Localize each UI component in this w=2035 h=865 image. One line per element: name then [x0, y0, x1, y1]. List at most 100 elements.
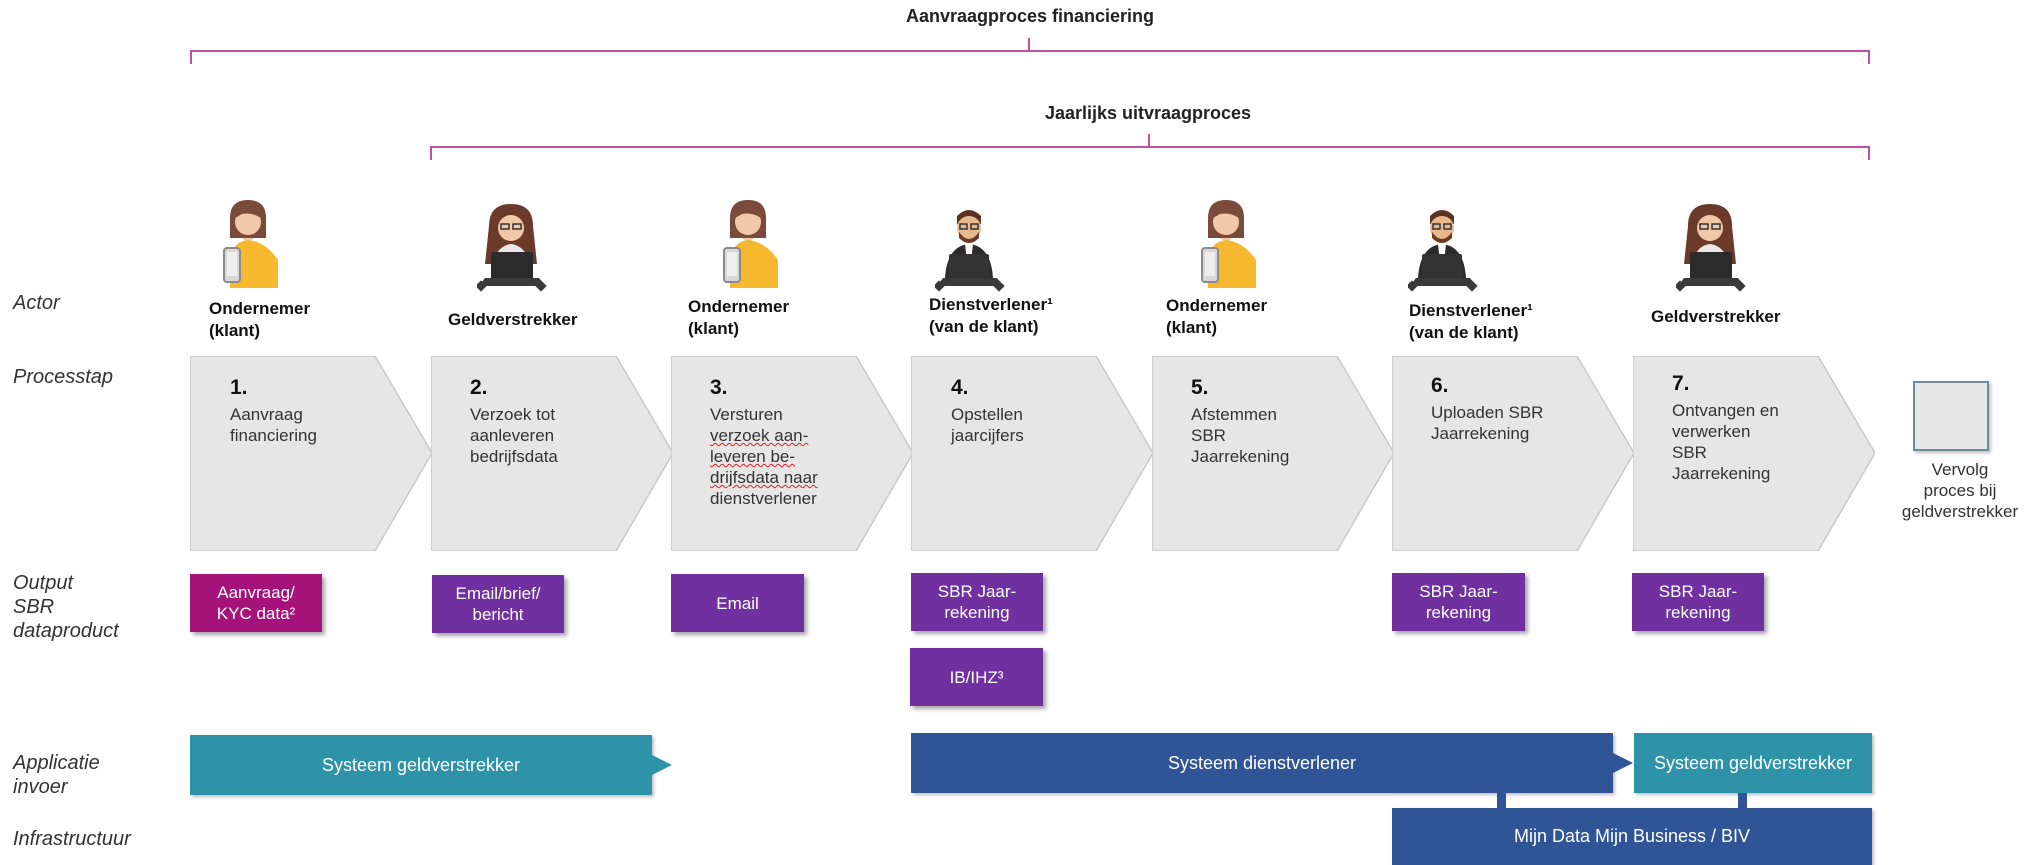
step-line: Opstellen [951, 405, 1023, 424]
follow-up-process-label: Vervolg proces bij geldverstrekker [1890, 459, 2030, 522]
step-description: Versturen verzoek aan- leveren be- drijf… [710, 404, 865, 509]
output-sbr-annual-report: SBR Jaar- rekening [911, 573, 1043, 631]
output-line: Email/brief/ [455, 584, 541, 603]
step-description: Opstellen jaarcijfers [951, 404, 1106, 446]
step-line: Aanvraag [230, 405, 303, 424]
step-number: 6. [1431, 374, 1449, 397]
row-label-output-line: dataproduct [13, 620, 119, 642]
infrastructure-mijn-data-mijn-business: Mijn Data Mijn Business / BIV [1392, 808, 1872, 865]
process-step-chevron [671, 356, 913, 551]
output-line: Aanvraag/ [217, 583, 295, 602]
woman-with-laptop-icon [1676, 202, 1746, 292]
step-line: financiering [230, 426, 317, 445]
follow-up-process-box [1913, 381, 1989, 451]
financing-process-bracket [190, 50, 1870, 64]
application-arrow [652, 755, 672, 775]
step-description: Uploaden SBR Jaarrekening [1431, 402, 1586, 444]
step-line: Uploaden SBR [1431, 403, 1544, 422]
output-sbr-annual-report: SBR Jaar- rekening [1632, 573, 1764, 631]
application-lender-system-1: Systeem geldverstrekker [190, 735, 652, 795]
step-number: 1. [230, 376, 248, 399]
row-label-application: Applicatie invoer [13, 751, 100, 799]
actor-name-line: (klant) [1166, 318, 1217, 337]
step-line: verzoek aan- [710, 426, 809, 445]
step-line: bedrijfsdata [470, 447, 558, 466]
actor-name-line: (van de klant) [929, 317, 1039, 336]
process-step-chevron [911, 356, 1153, 551]
step-number: 7. [1672, 372, 1690, 395]
row-label-output: Output SBR dataproduct [13, 571, 119, 643]
step-line: leveren be- [710, 447, 796, 466]
process-step-7: 7. Ontvangen en verwerken SBR Jaarrekeni… [1672, 372, 1827, 484]
step-description: Verzoek tot aanleveren bedrijfsdata [470, 404, 625, 467]
step-line: Jaarrekening [1191, 447, 1290, 466]
output-line: rekening [1665, 603, 1731, 622]
step-line: Versturen [710, 405, 783, 424]
actor-name-line: Ondernemer [209, 299, 311, 318]
actor-name-line: Dienstverlener¹ [1409, 301, 1533, 320]
step-line: SBR [1191, 426, 1226, 445]
output-line: SBR Jaar- [1419, 582, 1498, 601]
man-with-laptop-icon [1408, 202, 1478, 292]
output-email: Email [671, 574, 804, 632]
process-step-2: 2. Verzoek tot aanleveren bedrijfsdata [470, 376, 625, 467]
step-line: Verzoek tot [470, 405, 556, 424]
step-line: Afstemmen [1191, 405, 1277, 424]
step-line: Ontvangen en [1672, 401, 1779, 420]
step-line: Jaarrekening [1431, 424, 1530, 443]
actor-name-line: Geldverstrekker [1651, 307, 1781, 326]
annual-bracket-tick [1148, 134, 1150, 148]
output-line: KYC data² [216, 604, 296, 623]
follow-up-line: Vervolg [1931, 460, 1989, 479]
actor-name-line: (van de klant) [1409, 323, 1519, 342]
process-step-4: 4. Opstellen jaarcijfers [951, 376, 1106, 446]
infrastructure-connector [1738, 793, 1747, 809]
application-arrow [1613, 753, 1633, 773]
actor-name-line: (klant) [209, 321, 260, 340]
row-label-output-line: SBR [13, 596, 55, 618]
actor-entrepreneur: Ondernemer (klant) [209, 298, 310, 342]
row-label-output-line: Output [13, 572, 74, 594]
step-line: jaarcijfers [951, 426, 1024, 445]
process-step-chevron [431, 356, 673, 551]
step-line: SBR [1672, 443, 1707, 462]
annual-process-bracket [430, 146, 1870, 160]
application-label: Systeem geldverstrekker [1653, 752, 1853, 773]
actor-name-line: Dienstverlener¹ [929, 295, 1053, 314]
actor-name-line: Geldverstrekker [448, 310, 578, 329]
output-line: IB/IHZ³ [949, 667, 1004, 687]
actor-name-line: Ondernemer [1166, 296, 1268, 315]
row-label-processstep: Processtap [13, 366, 114, 388]
actor-lender: Geldverstrekker [448, 309, 577, 331]
process-step-chevron [190, 356, 432, 551]
process-step-chevron [1152, 356, 1394, 551]
process-step-1: 1. Aanvraag financiering [230, 376, 385, 446]
output-sbr-annual-report: SBR Jaar- rekening [1392, 573, 1525, 631]
follow-up-line: geldverstrekker [1901, 502, 2019, 521]
actor-entrepreneur: Ondernemer (klant) [688, 296, 789, 340]
output-line: Email [716, 593, 759, 613]
step-line: verwerken [1672, 422, 1751, 441]
actor-service-provider: Dienstverlener¹ (van de klant) [929, 294, 1053, 338]
row-label-infrastructure: Infrastructuur [13, 828, 131, 850]
process-step-5: 5. Afstemmen SBR Jaarrekening [1191, 376, 1346, 467]
woman-with-phone-icon [1198, 198, 1268, 288]
application-lender-system-2: Systeem geldverstrekker [1634, 733, 1872, 793]
annual-process-title: Jaarlijks uitvraagproces [1044, 103, 1252, 123]
process-step-3: 3. Versturen verzoek aan- leveren be- dr… [710, 376, 865, 509]
output-line: rekening [1425, 603, 1492, 622]
actor-service-provider: Dienstverlener¹ (van de klant) [1409, 300, 1533, 344]
process-step-chevron [1633, 356, 1875, 551]
actor-name-line: Ondernemer [688, 297, 790, 316]
step-description: Aanvraag financiering [230, 404, 385, 446]
application-label: Systeem dienstverlener [1167, 752, 1357, 773]
step-number: 4. [951, 376, 969, 399]
row-label-application-line: Applicatie [13, 752, 100, 774]
financing-process-title: Aanvraagproces financiering [905, 6, 1155, 26]
application-provider-system: Systeem dienstverlener [911, 733, 1613, 793]
actor-name-line: (klant) [688, 319, 739, 338]
step-number: 2. [470, 376, 488, 399]
step-line: dienstverlener [710, 489, 817, 508]
output-line: SBR Jaar- [1658, 582, 1738, 601]
output-application-kyc-data: Aanvraag/ KYC data² [190, 574, 322, 632]
